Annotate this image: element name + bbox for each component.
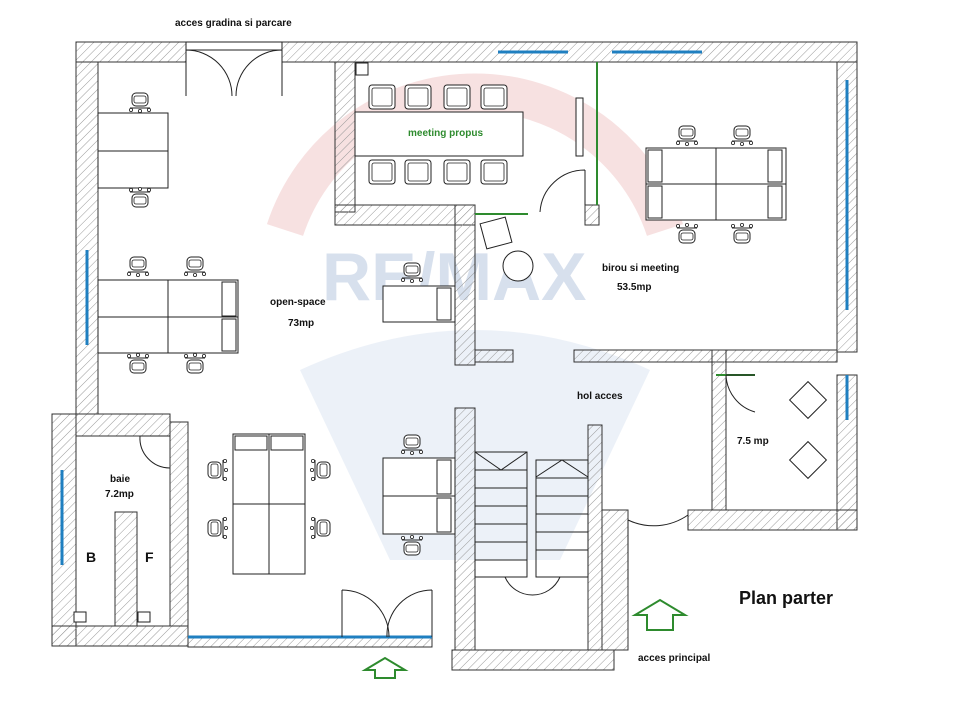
windows [60,50,849,639]
wall-bath-right [169,421,189,627]
wall-left-upper [75,61,99,415]
label-meeting-proposed: meeting propus [408,128,484,139]
wall-bath-divider [114,511,138,627]
label-bath: baie [110,474,131,485]
wall-top-left [75,41,187,63]
wall-hall-stub [474,349,514,363]
label-open-space: open-space [270,297,326,308]
entrance-arrows [361,598,689,679]
wall-bath-top [75,413,171,437]
wall-bottom-right [451,649,615,671]
label-small-room-area: 7.5 mp [737,436,769,447]
walls [51,41,858,671]
label-office-meeting-area: 53.5mp [617,282,652,293]
label-open-space-area: 73mp [288,318,315,329]
wall-meeting-left [334,61,356,213]
arrow-up-icon [361,656,409,679]
wall-meeting-bottom [334,204,476,226]
wall-left-bath [51,413,77,647]
wall-stair-right2 [601,509,629,651]
plan-title: Plan parter [739,588,834,608]
wall-top-mid [281,41,858,63]
wall-small-room-bottom [687,509,858,531]
label-bath-f: F [145,549,154,565]
label-garden-access: acces gradina si parcare [175,18,292,29]
label-main-access: acces principal [638,653,711,664]
arrow-up-icon [631,598,689,631]
furniture [73,62,828,623]
label-bath-area: 7.2mp [105,489,134,500]
wall-bottom-left [51,625,189,647]
wall-stair-left [454,407,476,651]
wall-office-bottom [573,349,838,363]
staircase [474,451,589,596]
doors [139,41,756,638]
label-office-meeting: birou si meeting [602,263,680,274]
label-access-hall: hol acces [577,391,623,402]
wall-office-partition [584,204,600,226]
wall-stair-right [587,424,603,651]
wall-hall-left [454,204,476,366]
label-bath-b: B [86,549,97,565]
